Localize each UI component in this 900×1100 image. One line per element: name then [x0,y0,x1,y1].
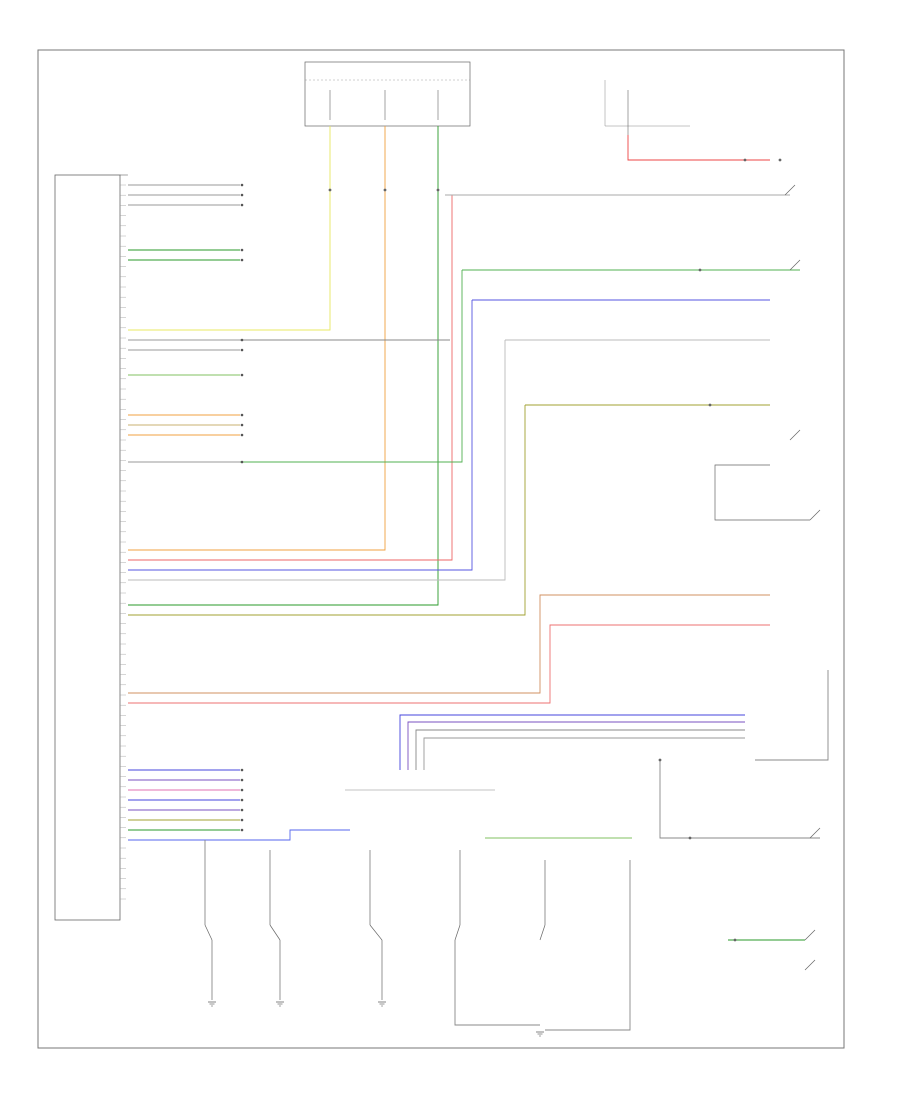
sw-sym-4 [454,924,461,941]
splice-dot [383,188,387,192]
wire-ground-d [454,940,540,1026]
switch-door-rf [789,429,801,441]
wire-blue-down [128,300,473,571]
wire-right-loop [659,760,820,839]
wire-right-vertical [755,670,829,761]
wire-stub-end [240,258,244,262]
bottom-switches [204,924,631,941]
wire-gray-bundle2 [423,737,745,770]
wire-stub-end [240,778,244,782]
wire-stub-end [240,373,244,377]
switch-park [809,827,821,839]
switch-brake [784,184,796,196]
sw-sym-5 [539,924,546,941]
wire-gray-bundle1 [415,729,745,770]
wire-olive-down [128,405,526,616]
wire-pink-low [128,624,770,704]
switch-liftgate [809,509,821,521]
wire-stub-end [240,818,244,822]
splice-dot [658,758,662,762]
wire-stub-end [240,248,244,252]
fuse-symbol [329,90,439,120]
wire-stub-end [240,183,244,187]
splice-dots [328,158,782,942]
switch-door-lf [789,259,801,271]
wire-stub-end [240,433,244,437]
splice-dot [436,188,440,192]
wire-red-top [627,135,770,161]
splice-dot [698,268,702,272]
right-fuse-box [604,80,690,135]
sw-sym-1 [204,924,213,941]
splice-dot [708,403,712,407]
splice-dot [688,836,692,840]
wire-stub-end [240,788,244,792]
wire-bracket [714,464,810,521]
wire-green [128,126,439,606]
wire-stub-end [240,808,244,812]
wire-ground-e [545,940,631,1031]
wire-blue-bundle [399,714,745,770]
instrument-cluster [54,174,128,921]
splice-dot [778,158,782,162]
wire-runs [128,126,829,1031]
wire-stub-end [240,338,244,342]
wire-stub-end [240,828,244,832]
right-switches [714,184,821,971]
wire-red [128,195,453,561]
top-fuse-box [304,61,471,127]
wire-stub-end [240,413,244,417]
switch-lr [804,959,816,971]
wire-stub-end [240,460,244,464]
wire-tan-low [128,594,770,694]
wire-stub-end [240,768,244,772]
wire-stub-end [240,798,244,802]
cluster-pin-ticks [120,184,126,900]
cluster-wire-stubs [128,183,244,832]
wire-violet-bundle [407,721,745,770]
wire-green-mid-down [128,270,463,463]
wire-orange [128,126,386,551]
wire-stub-end [240,423,244,427]
wire-yellow [128,126,331,331]
diagram-frame [37,49,845,1049]
sw-sym-2 [269,924,281,941]
ground-symbols [208,1001,544,1037]
wire-blue-lower [128,829,350,841]
splice-dot [743,158,747,162]
wire-stub-end [240,193,244,197]
wire-stub-end [240,348,244,352]
wire-stub-end [240,203,244,207]
splice-dot [328,188,332,192]
wire-gray-mid-down [128,340,506,581]
splice-dot [733,938,737,942]
sw-sym-3 [369,924,383,941]
switch-rear [804,929,816,941]
